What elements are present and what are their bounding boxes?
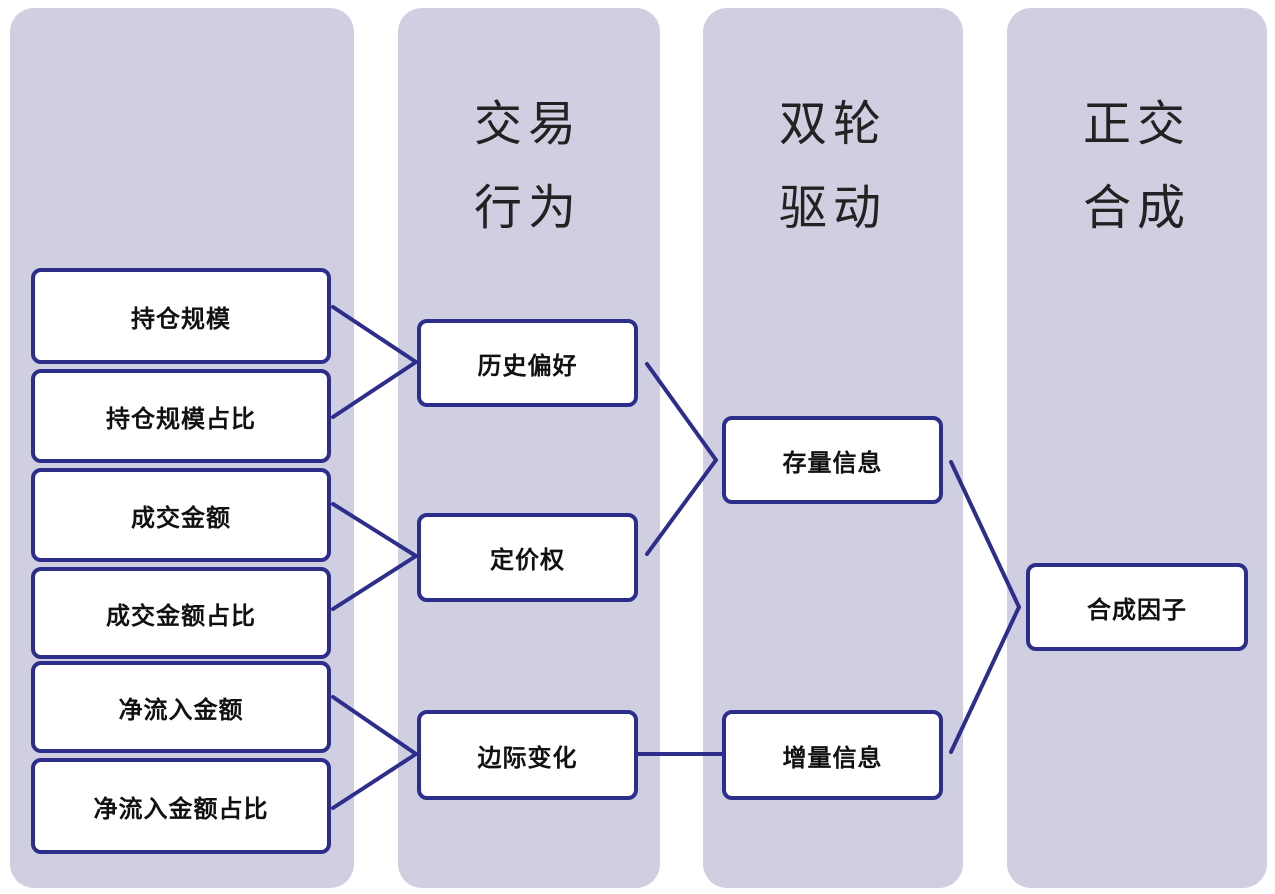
link-behavior2-driver1: [645, 458, 718, 556]
behavior-box-pricing-power: 定价权: [417, 513, 638, 602]
node-label: 成交金额占比: [106, 600, 256, 630]
node-label: 历史偏好: [477, 350, 578, 380]
node-label: 净流入金额: [118, 694, 244, 724]
heading-line-1: 正交: [1082, 96, 1191, 152]
link-input2-behavior1: [331, 360, 418, 419]
link-driver1-output: [949, 460, 1021, 609]
driver-box-increment-info: 增量信息: [722, 710, 943, 800]
input-box-holding-scale-ratio: 持仓规模占比: [31, 369, 331, 463]
link-input1-behavior1: [331, 305, 418, 364]
link-input5-behavior3: [331, 695, 418, 756]
node-label: 定价权: [490, 545, 565, 574]
link-input3-behavior2: [331, 502, 418, 558]
input-box-holding-scale: 持仓规模: [31, 268, 331, 364]
node-label: 边际变化: [477, 742, 578, 772]
node-label: 净流入金额占比: [93, 793, 269, 823]
node-label: 成交金额: [131, 502, 231, 532]
heading-line-1: 双轮: [778, 96, 887, 152]
node-label: 合成因子: [1087, 594, 1187, 624]
link-input6-behavior3: [331, 752, 418, 810]
link-input4-behavior2: [331, 554, 418, 611]
heading-line-2: 驱动: [778, 180, 887, 236]
node-label: 存量信息: [782, 447, 883, 477]
heading-line-1: 交易: [473, 96, 582, 152]
column-heading-drivers: 双轮 驱动: [703, 82, 963, 250]
link-driver2-output: [949, 605, 1021, 754]
behavior-box-historical-preference: 历史偏好: [417, 319, 638, 407]
column-heading-synthesis: 正交 合成: [1007, 82, 1267, 250]
output-box-composite-factor: 合成因子: [1026, 563, 1248, 651]
link-behavior1-driver1: [645, 362, 718, 462]
behavior-box-marginal-change: 边际变化: [417, 710, 638, 800]
heading-line-2: 行为: [473, 180, 582, 236]
node-label: 持仓规模: [131, 303, 231, 333]
input-box-net-inflow-ratio: 净流入金额占比: [31, 758, 331, 854]
column-synthesis-panel: [1007, 8, 1267, 888]
node-label: 持仓规模占比: [106, 403, 256, 433]
input-box-turnover-ratio: 成交金额占比: [31, 567, 331, 659]
input-box-net-inflow: 净流入金额: [31, 661, 331, 753]
input-box-turnover: 成交金额: [31, 468, 331, 562]
column-heading-behavior: 交易 行为: [398, 82, 658, 250]
heading-line-2: 合成: [1082, 180, 1191, 236]
node-label: 增量信息: [782, 742, 883, 772]
driver-box-stock-info: 存量信息: [722, 416, 943, 504]
